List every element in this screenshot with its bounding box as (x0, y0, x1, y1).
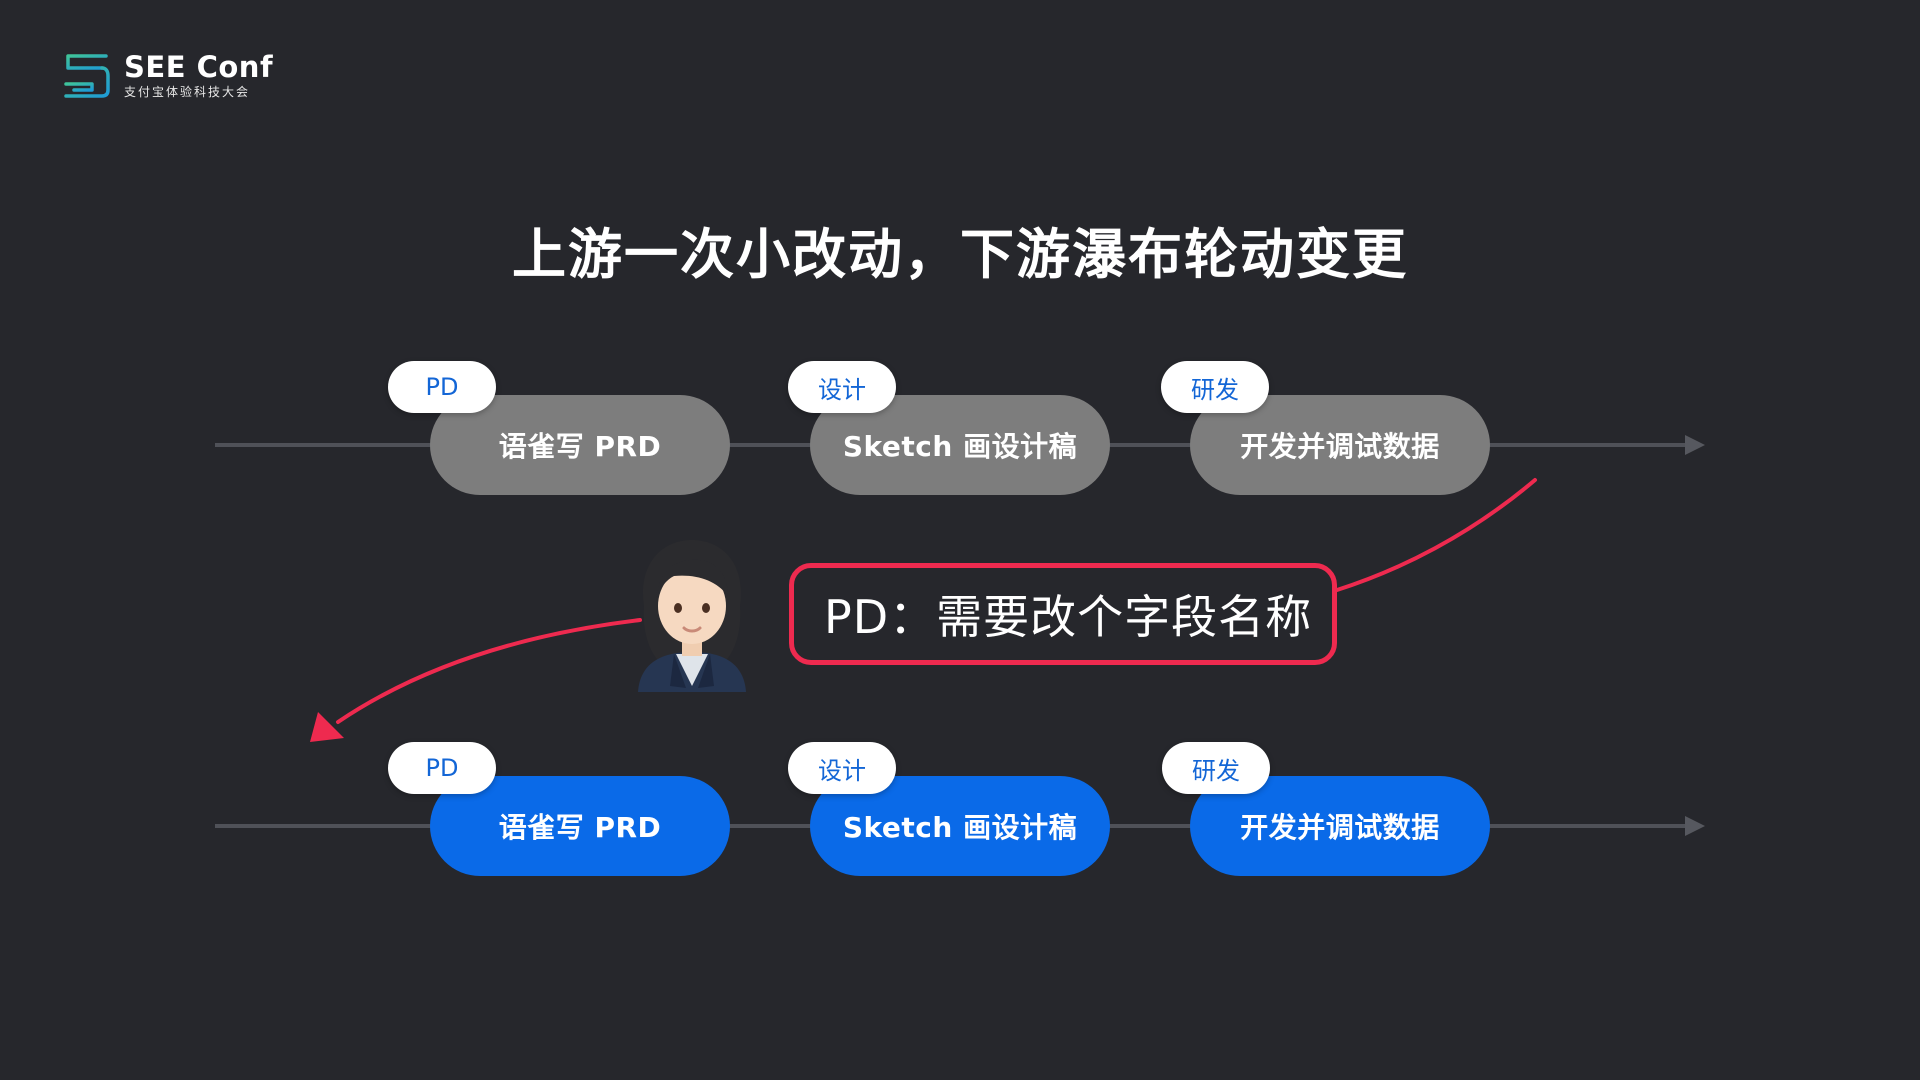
timeline-arrow-bottom-icon (1685, 816, 1705, 836)
timeline-arrow-top-icon (1685, 435, 1705, 455)
role-tag-design: 设计 (788, 361, 896, 413)
red-arrowhead-icon (310, 712, 344, 742)
role-tag-dev: 研发 (1161, 361, 1269, 413)
curve-bottom-left (338, 620, 640, 722)
role-tag-design: 设计 (788, 742, 896, 794)
role-tag-pd: PD (388, 742, 496, 794)
role-tag-pd: PD (388, 361, 496, 413)
woman-office-worker-icon (630, 536, 754, 692)
speech-bubble-text: PD：需要改个字段名称 (824, 581, 1312, 647)
speech-bubble: PD：需要改个字段名称 (789, 563, 1337, 665)
role-tag-dev: 研发 (1162, 742, 1270, 794)
curve-top-right (1337, 480, 1535, 590)
